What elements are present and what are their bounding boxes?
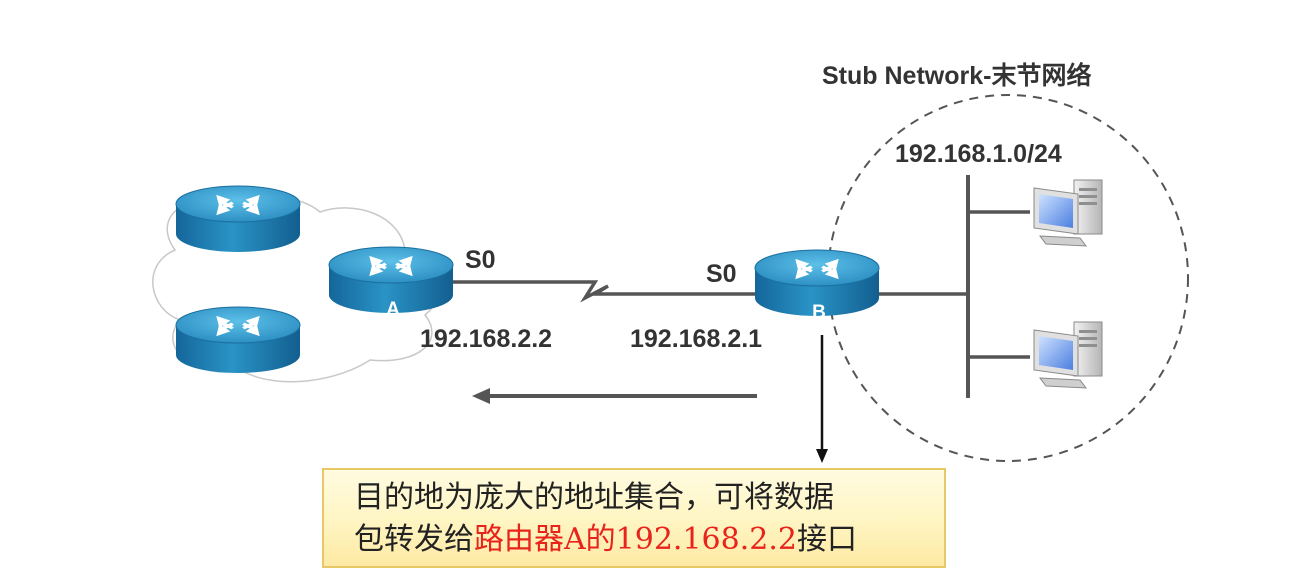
router-icon bbox=[176, 307, 300, 373]
router-a-interface-label: S0 bbox=[465, 246, 496, 274]
serial-link bbox=[450, 280, 760, 303]
pc-icon bbox=[1033, 179, 1103, 247]
router-icon bbox=[176, 186, 300, 252]
forwarding-arrowhead bbox=[472, 388, 490, 404]
diagram-title: Stub Network-末节网络 bbox=[822, 61, 1091, 90]
callout-line-1: 目的地为庞大的地址集合，可将数据 bbox=[354, 480, 834, 515]
router-a-letter: A bbox=[386, 299, 400, 320]
explanation-callout: 目的地为庞大的地址集合，可将数据 包转发给路由器A的192.168.2.2接口 bbox=[322, 468, 946, 568]
stub-network-boundary bbox=[827, 94, 1189, 462]
router-b-interface-label: S0 bbox=[706, 260, 737, 288]
router-a-ip-label: 192.168.2.2 bbox=[420, 325, 552, 353]
callout-line-2-suffix: 接口 bbox=[796, 522, 857, 557]
router-b-letter: B bbox=[812, 302, 826, 323]
callout-highlight: 路由器A的192.168.2.2 bbox=[474, 522, 797, 557]
callout-line-2: 包转发给路由器A的192.168.2.2接口 bbox=[354, 519, 944, 561]
pc-icon bbox=[1033, 321, 1103, 389]
callout-pointer-head bbox=[816, 449, 828, 463]
router-b-ip-label: 192.168.2.1 bbox=[630, 325, 762, 353]
callout-line-2-prefix: 包转发给 bbox=[354, 522, 474, 557]
stub-subnet-label: 192.168.1.0/24 bbox=[895, 140, 1062, 168]
